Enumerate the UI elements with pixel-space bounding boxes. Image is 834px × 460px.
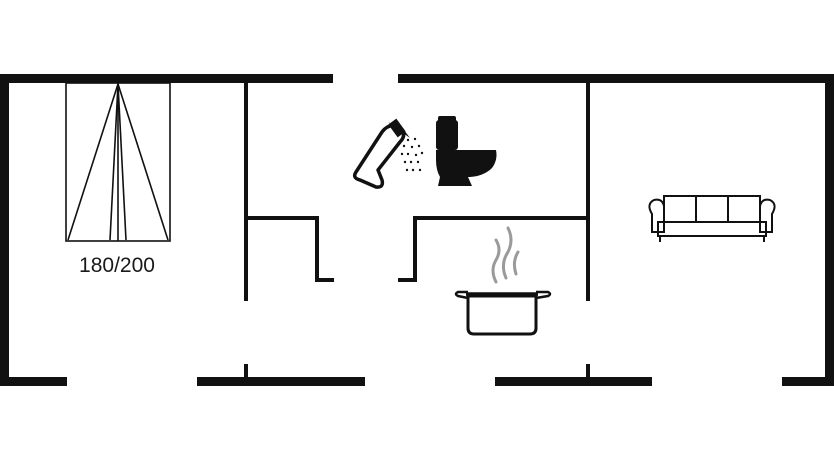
sofa-icon bbox=[648, 195, 776, 242]
bottom-wall-4 bbox=[782, 377, 834, 386]
double-bed-icon bbox=[65, 82, 171, 242]
kitchen-living-stub bbox=[586, 364, 590, 378]
bedroom-partition bbox=[244, 83, 248, 301]
left-wall bbox=[0, 74, 9, 386]
bedroom-partition-stub bbox=[244, 364, 248, 378]
outer-walls bbox=[0, 74, 834, 386]
toilet-icon bbox=[436, 116, 497, 186]
bottom-wall-2 bbox=[197, 377, 365, 386]
bath-jamb-right bbox=[413, 216, 417, 282]
shower-head-icon bbox=[352, 118, 424, 189]
bath-wall-left bbox=[244, 216, 319, 220]
top-wall-right bbox=[398, 74, 834, 83]
kitchen-living-partition bbox=[586, 83, 590, 301]
bath-jamb-left bbox=[315, 216, 319, 282]
top-wall-left bbox=[0, 74, 333, 83]
cooking-pot-icon bbox=[454, 226, 552, 336]
bath-jamb-left-return bbox=[315, 278, 334, 282]
interior-walls bbox=[244, 83, 590, 378]
right-wall bbox=[825, 74, 834, 386]
bath-jamb-right-return bbox=[398, 278, 417, 282]
bottom-wall-3 bbox=[495, 377, 652, 386]
bed-size-label: 180/200 bbox=[79, 254, 155, 277]
bottom-wall-1 bbox=[0, 377, 67, 386]
bath-wall-right bbox=[413, 216, 588, 220]
